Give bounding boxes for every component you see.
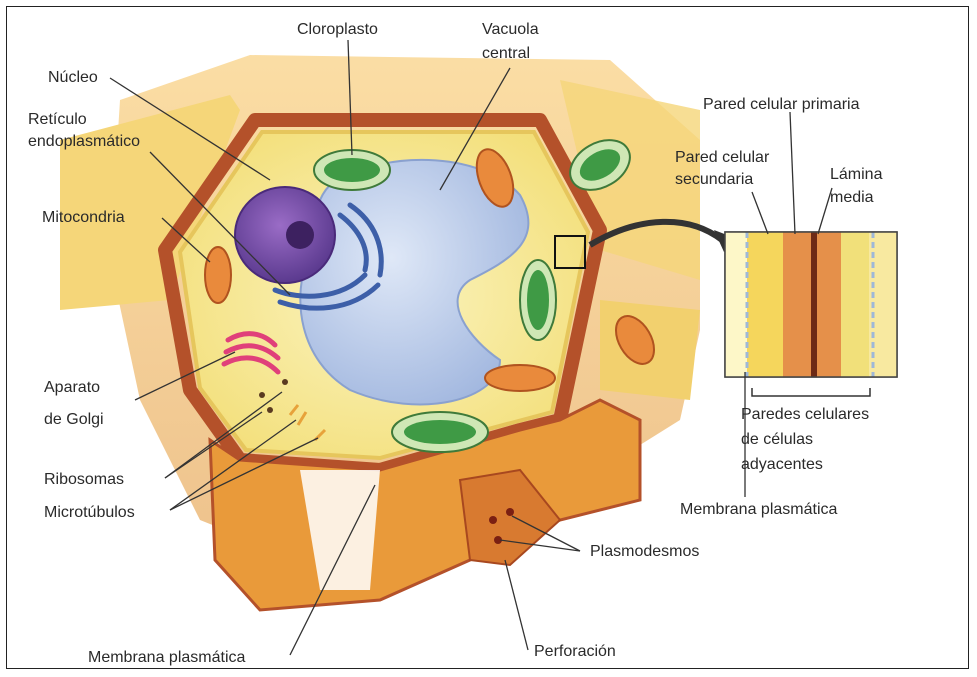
nucleus — [235, 187, 335, 283]
wall-layers-inset — [725, 232, 897, 377]
label-middle-lamella-line1: Lámina — [830, 165, 882, 185]
label-ribosomes: Ribosomas — [44, 470, 124, 490]
label-middle-lamella-line2: media — [830, 188, 874, 208]
label-er-line2: endoplasmático — [28, 132, 140, 152]
label-er-line1: Retículo — [28, 110, 87, 130]
label-adjacent-walls-line2: de células — [741, 430, 813, 450]
label-perforation: Perforación — [534, 642, 616, 662]
label-microtubules: Microtúbulos — [44, 503, 135, 523]
label-secondary-wall-line2: secundaria — [675, 170, 753, 190]
label-vacuole-line1: Vacuola — [482, 20, 539, 40]
label-golgi-line2: de Golgi — [44, 410, 104, 430]
label-mitochondria: Mitocondria — [42, 208, 125, 228]
label-secondary-wall-line1: Pared celular — [675, 148, 769, 168]
label-adjacent-walls-line1: Paredes celulares — [741, 405, 869, 425]
label-primary-wall: Pared celular primaria — [703, 95, 860, 115]
label-plasma-membrane-bottom: Membrana plasmática — [88, 648, 245, 668]
label-plasma-membrane-right: Membrana plasmática — [680, 500, 837, 520]
label-chloroplast: Cloroplasto — [297, 20, 378, 40]
label-vacuole-line2: central — [482, 44, 530, 64]
label-plasmodesmata: Plasmodesmos — [590, 542, 699, 562]
label-golgi-line1: Aparato — [44, 378, 100, 398]
label-adjacent-walls-line3: adyacentes — [741, 455, 823, 475]
label-nucleus: Núcleo — [48, 68, 98, 88]
adjacent-walls-bracket — [752, 388, 870, 396]
